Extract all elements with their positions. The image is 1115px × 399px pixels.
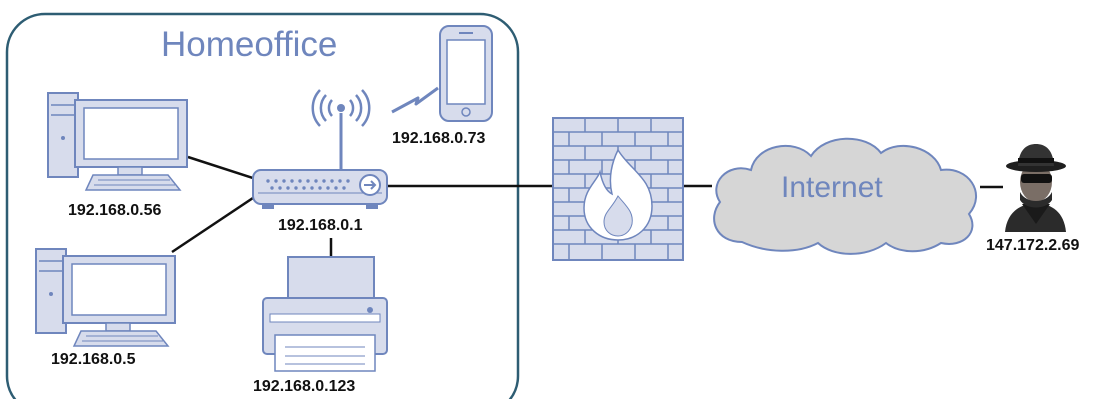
pc-bottom-ip-label: 192.168.0.5 — [51, 351, 136, 368]
desktop-computer-icon[interactable] — [47, 92, 188, 191]
printer-icon[interactable] — [262, 256, 388, 372]
hacker-icon[interactable] — [1005, 144, 1066, 232]
connections — [171, 155, 1003, 257]
firewall-icon[interactable] — [552, 117, 684, 261]
cloud-icon[interactable] — [713, 137, 977, 255]
wireless-router-icon[interactable] — [252, 89, 388, 209]
router-ip-label: 192.168.0.1 — [278, 217, 363, 234]
link-pc-bottom-router — [171, 194, 257, 254]
attacker-ip-label: 147.172.2.69 — [986, 237, 1080, 254]
desktop-computer-icon[interactable] — [35, 248, 176, 347]
phone-ip-label: 192.168.0.73 — [392, 130, 486, 147]
link-pc-top-router — [187, 155, 257, 181]
flame-icon — [583, 148, 653, 241]
zone-title: Homeoffice — [161, 25, 338, 64]
wireless-signal-icon — [391, 86, 439, 114]
printer-ip-label: 192.168.0.123 — [253, 378, 356, 395]
homeoffice-zone — [5, 12, 520, 399]
pc-top-ip-label: 192.168.0.56 — [68, 202, 162, 219]
internet-label: Internet — [781, 171, 883, 204]
smartphone-icon[interactable] — [439, 25, 493, 122]
